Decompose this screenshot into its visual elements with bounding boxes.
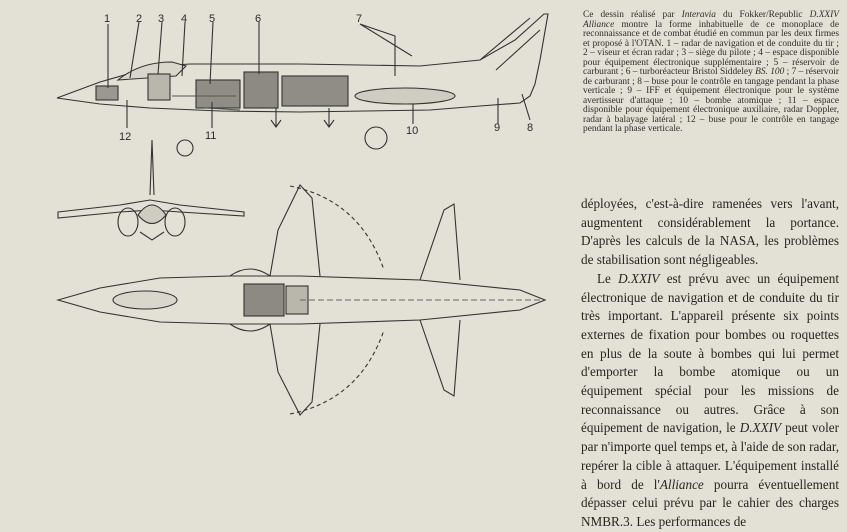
para2-text-a: Le bbox=[597, 270, 619, 286]
front-view-drawing bbox=[57, 139, 245, 241]
callout-4: 4 bbox=[181, 13, 187, 25]
caption-text-1: Ce dessin réalisé par bbox=[583, 10, 682, 20]
seat-block bbox=[147, 73, 171, 101]
engine-top-1 bbox=[243, 283, 285, 317]
callout-12: 12 bbox=[119, 131, 131, 143]
paragraph-2: Le D.XXIV est prévu avec un équipement é… bbox=[581, 270, 839, 532]
callout-8: 8 bbox=[527, 122, 533, 134]
engine-6 bbox=[243, 71, 279, 109]
callout-6: 6 bbox=[255, 13, 261, 25]
aircraft-drawings: 1 2 3 4 5 6 7 8 9 10 11 12 bbox=[55, 13, 549, 416]
side-view-drawing bbox=[56, 13, 549, 157]
para2-italic-1: D.XXIV bbox=[618, 270, 660, 286]
callout-5: 5 bbox=[209, 13, 215, 25]
side-view-callouts: 1 2 3 4 5 6 7 8 9 10 11 12 bbox=[104, 13, 533, 143]
engine-top-2 bbox=[285, 285, 309, 315]
para2-italic-2: D.XXIV bbox=[739, 420, 782, 436]
atomic-bomb-10 bbox=[354, 87, 456, 105]
callout-10: 10 bbox=[406, 125, 418, 137]
caption-text-4: ; 7 – réservoir de carburant ; 8 – buse … bbox=[583, 67, 839, 134]
radar-block bbox=[95, 85, 119, 101]
top-view-drawing bbox=[55, 184, 547, 416]
engine-7 bbox=[281, 75, 349, 107]
article-body: déployées, c'est-à-dire ramenées vers l'… bbox=[581, 195, 839, 532]
caption-italic-3: BS. 100 bbox=[755, 67, 785, 77]
paragraph-1: déployées, c'est-à-dire ramenées vers l'… bbox=[581, 196, 839, 268]
fuel-tank-5 bbox=[195, 79, 241, 109]
para2-text-b: est prévu avec un équipement électroniqu… bbox=[581, 270, 839, 436]
magazine-page: 1 2 3 4 5 6 7 8 9 10 11 12 bbox=[55, 10, 839, 529]
caption-italic-1: Interavia bbox=[681, 10, 716, 20]
figure-caption: Ce dessin réalisé par Interavia du Fokke… bbox=[583, 10, 839, 135]
callout-3: 3 bbox=[158, 13, 164, 25]
callout-7: 7 bbox=[356, 13, 362, 25]
callout-9: 9 bbox=[494, 122, 500, 134]
callout-2: 2 bbox=[136, 13, 142, 25]
caption-italic-2: D.XXIV Alliance bbox=[583, 10, 839, 30]
para2-italic-3: Alliance bbox=[659, 476, 704, 492]
caption-text-2: du Fokker/Republic bbox=[715, 10, 810, 20]
callout-11: 11 bbox=[205, 130, 216, 142]
callout-1: 1 bbox=[104, 13, 110, 25]
caption-text-3: montre la forme inhabituelle de ce monop… bbox=[583, 19, 839, 77]
